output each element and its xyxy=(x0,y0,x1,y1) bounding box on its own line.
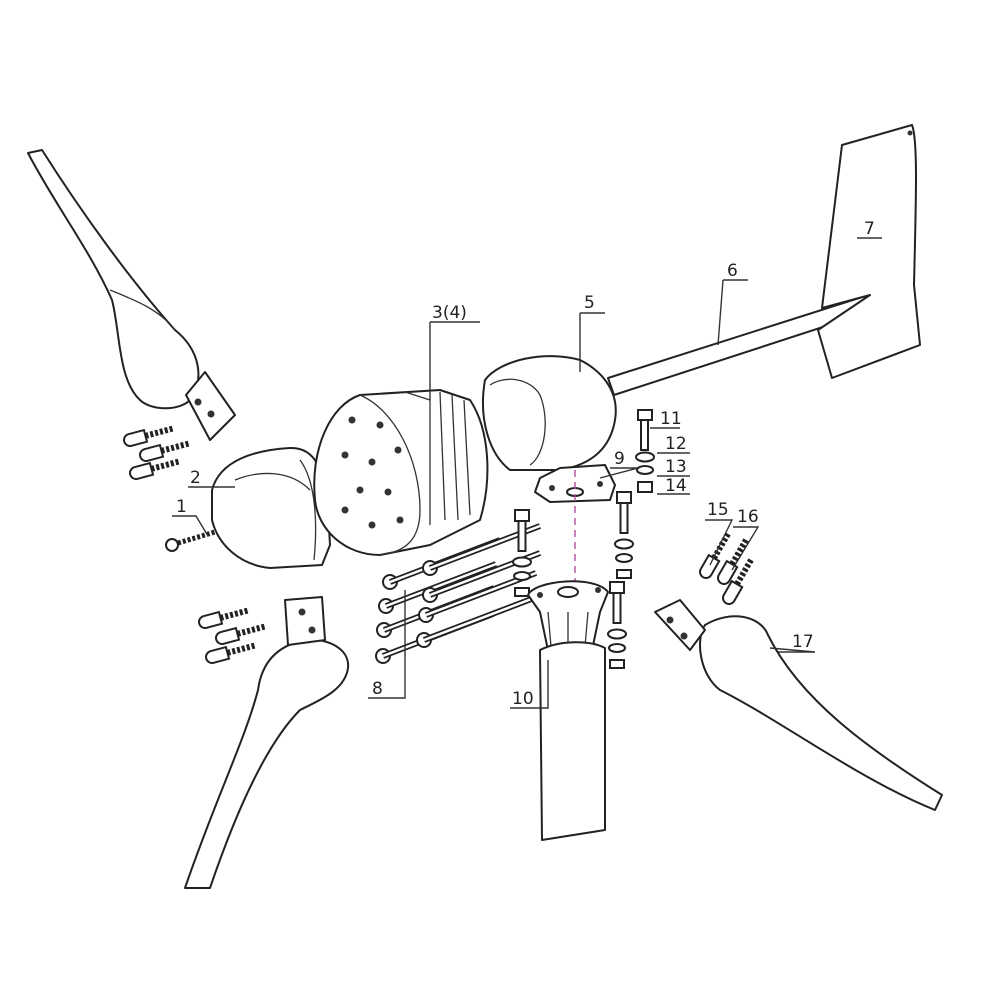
hub-cover xyxy=(211,446,331,569)
label-part-14: 14 xyxy=(665,476,687,496)
leader-lines xyxy=(172,237,882,709)
blade-bottom-left xyxy=(184,596,350,889)
label-part-3: 3(4) xyxy=(432,303,467,323)
label-part-16: 16 xyxy=(737,507,759,527)
label-part-5: 5 xyxy=(584,293,595,313)
label-part-2: 2 xyxy=(190,468,201,488)
generator xyxy=(313,389,489,556)
label-part-12: 12 xyxy=(665,434,687,454)
label-part-7: 7 xyxy=(864,219,875,239)
label-part-6: 6 xyxy=(727,261,738,281)
blade-top-left xyxy=(27,149,236,441)
label-part-8: 8 xyxy=(372,679,383,699)
label-part-10: 10 xyxy=(512,689,534,709)
tower xyxy=(527,580,609,841)
nacelle-body xyxy=(482,355,617,503)
fasteners-11-14 xyxy=(635,409,655,493)
tail-fin xyxy=(817,124,921,379)
blade-bolts-right xyxy=(698,529,757,606)
label-part-11: 11 xyxy=(660,409,682,429)
label-part-13: 13 xyxy=(665,457,687,477)
blade-bolts-bottom-left xyxy=(198,604,268,664)
label-part-17: 17 xyxy=(792,632,814,652)
cover-bolt xyxy=(165,529,216,552)
blade-right xyxy=(654,599,943,811)
label-part-1: 1 xyxy=(176,497,187,517)
blade-bolts-top-left xyxy=(123,422,192,480)
label-part-9: 9 xyxy=(614,449,625,469)
part-labels: 1 2 3(4) 5 6 7 8 9 10 11 12 13 14 15 16 … xyxy=(176,219,875,709)
label-part-15: 15 xyxy=(707,500,729,520)
